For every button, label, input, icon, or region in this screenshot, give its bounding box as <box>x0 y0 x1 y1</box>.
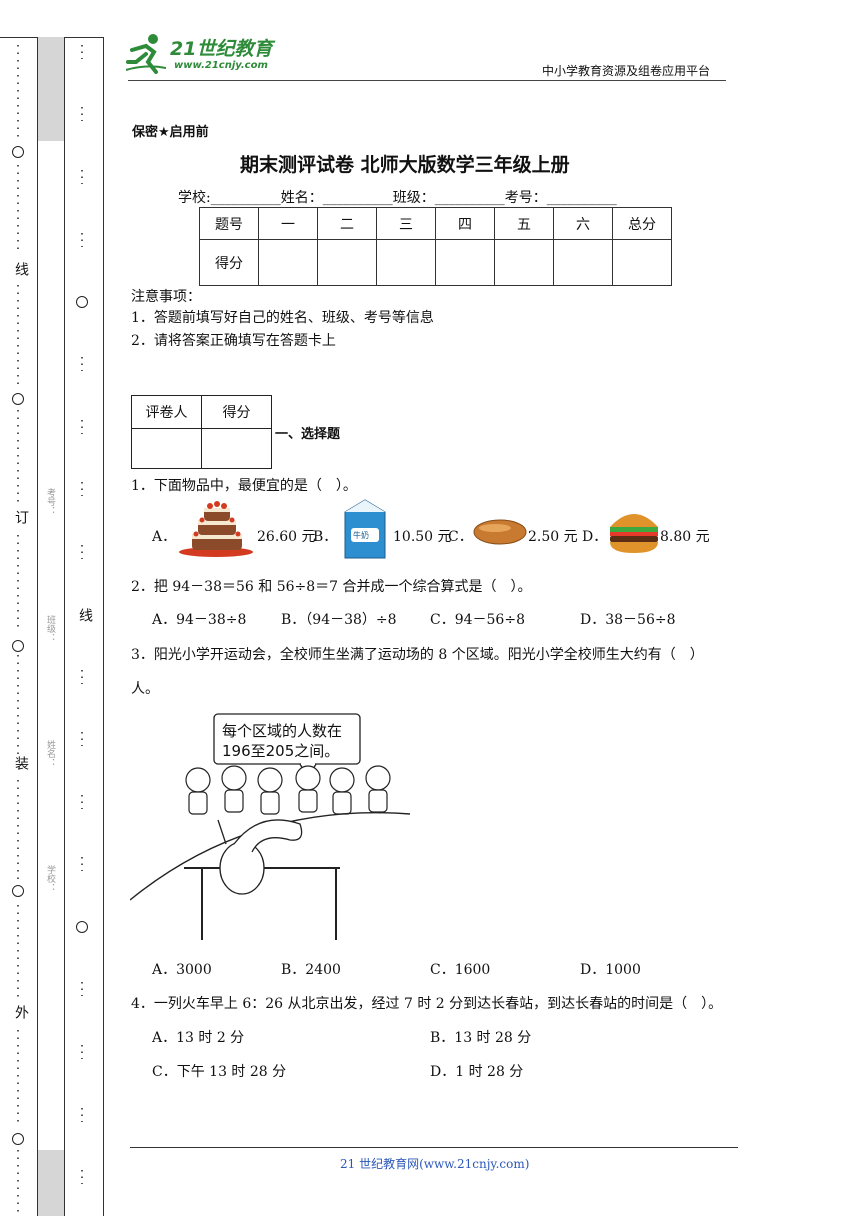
q4-option: B．13 时 28 分 <box>430 1030 532 1046</box>
cut-circle <box>12 640 24 652</box>
student-label: 学校： <box>45 865 55 892</box>
runner-logo-icon <box>125 34 167 74</box>
q1-option-price: 2.50 元 <box>528 529 578 545</box>
grader-name-cell[interactable] <box>131 428 202 469</box>
grader-box: 评卷人 得分 <box>131 395 272 469</box>
q1-option-price: 10.50 元 <box>393 529 452 545</box>
score-header: 一 <box>258 207 318 240</box>
q2-option: D．38－56÷8 <box>580 612 676 628</box>
header-rule <box>128 80 726 81</box>
q3-option: D．1000 <box>580 962 641 978</box>
score-cell[interactable] <box>317 239 377 286</box>
score-header: 六 <box>553 207 613 240</box>
inner-circle <box>76 921 88 933</box>
gutter-gray-top <box>38 37 64 141</box>
score-header: 二 <box>317 207 377 240</box>
logo: 21世纪教育 www.21cnjy.com <box>125 32 296 76</box>
outer-char: 线 <box>11 262 31 276</box>
cut-circle <box>12 1133 24 1145</box>
notice-item: 1．答题前填写好自己的姓名、班级、考号等信息 <box>131 310 434 326</box>
q2-option: B．（94－38）÷8 <box>281 612 397 628</box>
stadium-drawing <box>129 713 411 940</box>
grader-score-label: 得分 <box>201 395 272 429</box>
outer-char: 装 <box>11 756 31 770</box>
cut-circle <box>12 885 24 897</box>
outer-char: 订 <box>11 510 31 524</box>
q4-option: A．13 时 2 分 <box>152 1030 245 1046</box>
score-cell[interactable] <box>376 239 436 286</box>
q2-option: C．94－56÷8 <box>430 612 525 628</box>
inner-dots-svg <box>81 45 83 1184</box>
footer-text: 21 世纪教育网(www.21cnjy.com) <box>340 1157 530 1171</box>
notice-title: 注意事项： <box>131 289 201 305</box>
inner-char: 线 <box>77 608 93 622</box>
cut-line-dots <box>11 45 25 1215</box>
q1-option-price: 8.80 元 <box>660 529 710 545</box>
q3-option: B．2400 <box>281 962 341 978</box>
notice-item: 2．请将答案正确填写在答题卡上 <box>131 333 336 349</box>
student-label: 姓名： <box>45 740 55 767</box>
score-cell[interactable] <box>435 239 495 286</box>
q3-option: C．1600 <box>430 962 491 978</box>
q1-option-price: 26.60 元 <box>257 529 316 545</box>
page-title: 期末测评试卷 北师大版数学三年级上册 <box>240 154 570 176</box>
score-table: 题号 一 二 三 四 五 六 总分 得分 <box>199 207 672 286</box>
milk-label: 牛奶 <box>353 531 369 540</box>
student-label: 班级： <box>45 615 55 642</box>
question-2-stem: 2．把 94－38＝56 和 56÷8＝7 合并成一个综合算式是（ ）。 <box>131 579 532 595</box>
q1-option-letter: B． <box>313 529 338 545</box>
score-header: 五 <box>494 207 554 240</box>
question-1-stem: 1．下面物品中，最便宜的是（ ）。 <box>131 478 357 494</box>
score-cell[interactable] <box>258 239 318 286</box>
score-header: 总分 <box>612 207 672 240</box>
gutter-line-right <box>103 37 104 1216</box>
score-header: 题号 <box>199 207 259 240</box>
q4-option: D．1 时 28 分 <box>430 1064 524 1080</box>
outer-char: 外 <box>11 1005 31 1019</box>
speech-text: 每个区域的人数在 <box>222 722 343 740</box>
speech-text: 196至205之间。 <box>222 742 340 760</box>
student-label: 考号： <box>45 488 55 515</box>
q1-option-letter: D． <box>582 529 608 545</box>
logo-text: 21世纪教育 <box>170 38 273 60</box>
score-cell[interactable] <box>494 239 554 286</box>
footer-rule <box>130 1147 738 1148</box>
score-cell[interactable] <box>553 239 613 286</box>
q3-option: A．3000 <box>152 962 212 978</box>
q4-option: C．下午 13 时 28 分 <box>152 1064 287 1080</box>
question-4-stem: 4．一列火车早上 6：26 从北京出发，经过 7 时 2 分到达长春站，到达长春… <box>131 996 723 1012</box>
student-info-line: 学校:__________姓名：__________班级：__________考… <box>178 190 617 206</box>
q1-option-letter: C． <box>448 529 473 545</box>
q2-option: A．94－38÷8 <box>152 612 247 628</box>
q1-option-letter: A． <box>152 529 177 545</box>
score-row-label: 得分 <box>199 239 259 286</box>
inner-circle <box>76 296 88 308</box>
burger-icon <box>610 514 658 553</box>
secret-mark: 保密★启用前 <box>132 125 209 140</box>
score-header: 四 <box>435 207 495 240</box>
cut-circle <box>12 146 24 158</box>
question-3-stem: 3．阳光小学开运动会，全校师生坐满了运动场的 8 个区域。阳光小学全校师生大约有… <box>131 647 704 663</box>
stadium-illustration: 每个区域的人数在 196至205之间。 <box>129 712 420 944</box>
question-3-stem-cont: 人。 <box>131 681 159 697</box>
milk-icon <box>344 499 386 559</box>
section-heading: 一、选择题 <box>275 427 341 442</box>
cake-icon <box>179 501 253 557</box>
gutter-gray-bottom <box>38 1150 64 1216</box>
gutter-line-mid <box>64 37 65 1216</box>
platform-name: 中小学教育资源及组卷应用平台 <box>542 64 711 78</box>
cut-line-svg <box>17 45 19 1215</box>
score-cell[interactable] <box>612 239 672 286</box>
logo-url: www.21cnjy.com <box>174 60 268 71</box>
grader-label: 评卷人 <box>131 395 202 429</box>
score-header: 三 <box>376 207 436 240</box>
cut-circle <box>12 393 24 405</box>
gutter-line-left <box>37 37 38 1216</box>
grader-score-cell[interactable] <box>201 428 272 469</box>
bread-icon <box>473 519 527 545</box>
